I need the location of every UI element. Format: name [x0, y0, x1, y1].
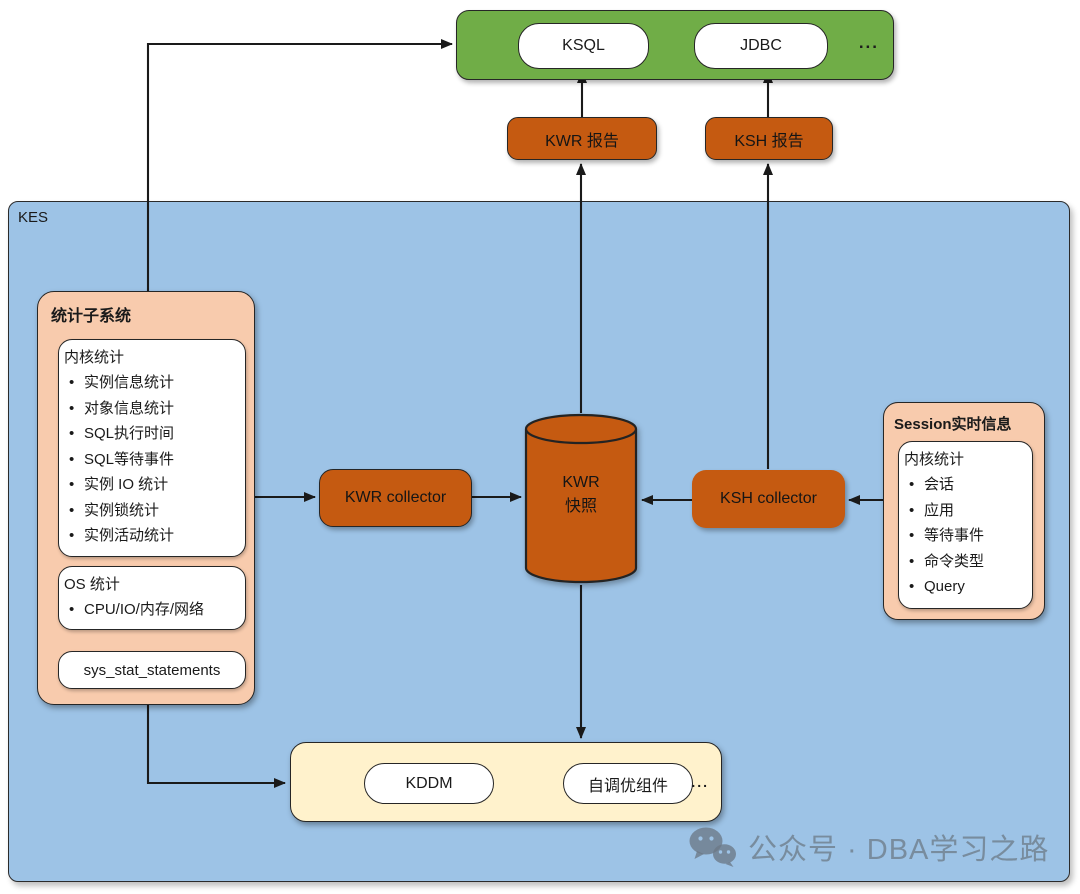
- list-item: SQL执行时间: [64, 421, 243, 447]
- list-item: Query: [904, 574, 1030, 600]
- os-stats-list: CPU/IO/内存/网络: [64, 597, 243, 623]
- list-item: 实例锁统计: [64, 498, 243, 524]
- list-item: 对象信息统计: [64, 396, 243, 422]
- self-tuning-node: 自调优组件: [563, 763, 693, 804]
- kwr-collector-node: KWR collector: [319, 469, 472, 527]
- os-stats-title: OS 统计: [64, 576, 120, 593]
- client-layer-ellipsis: ...: [858, 33, 879, 52]
- ksh-report-node: KSH 报告: [705, 117, 833, 160]
- self-tuning-label: 自调优组件: [587, 777, 668, 795]
- client-layer-panel: KSQL JDBC ...: [456, 10, 894, 80]
- watermark-text: 公众号 · DBA学习之路: [748, 834, 1050, 866]
- os-stats-card: OS 统计 CPU/IO/内存/网络: [58, 566, 246, 630]
- session-info-title: Session实时信息: [894, 416, 1012, 433]
- kernel-stats-list: 实例信息统计 对象信息统计 SQL执行时间 SQL等待事件 实例 IO 统计 实…: [64, 370, 243, 549]
- session-info-panel: Session实时信息 内核统计 会话 应用 等待事件 命令类型 Query: [883, 402, 1045, 620]
- session-kernel-stats-card: 内核统计 会话 应用 等待事件 命令类型 Query: [898, 441, 1033, 609]
- kddm-node: KDDM: [364, 763, 494, 804]
- bottom-ellipsis: ...: [691, 774, 709, 790]
- list-item: 命令类型: [904, 549, 1030, 575]
- database-cylinder-icon: [524, 413, 638, 584]
- list-item: 实例信息统计: [64, 370, 243, 396]
- list-item: 应用: [904, 498, 1030, 524]
- list-item: 实例活动统计: [64, 523, 243, 549]
- kernel-stats-title: 内核统计: [64, 349, 125, 366]
- wechat-icon: [689, 827, 736, 867]
- kwr-report-label: KWR 报告: [545, 132, 619, 150]
- ksh-report-label: KSH 报告: [734, 132, 804, 150]
- ksql-node: KSQL: [518, 23, 649, 69]
- bottom-components-panel: KDDM 自调优组件 ...: [290, 742, 722, 822]
- list-item: 等待事件: [904, 523, 1030, 549]
- session-kernel-stats-title: 内核统计: [904, 451, 965, 468]
- sys-stat-statements-card: sys_stat_statements: [58, 651, 246, 689]
- jdbc-label: JDBC: [740, 37, 782, 54]
- kwr-snapshot-label: KWR 快照: [562, 474, 600, 515]
- kes-label: KES: [18, 209, 49, 226]
- list-item: 实例 IO 统计: [64, 472, 243, 498]
- list-item: 会话: [904, 472, 1030, 498]
- kwr-collector-label: KWR collector: [344, 489, 447, 506]
- stats-subsystem-title: 统计子系统: [51, 308, 132, 325]
- ksh-collector-label: KSH collector: [720, 490, 817, 507]
- list-item: SQL等待事件: [64, 447, 243, 473]
- watermark: 公众号 · DBA学习之路: [688, 826, 1049, 868]
- kwr-report-node: KWR 报告: [507, 117, 657, 160]
- ksql-label: KSQL: [562, 37, 605, 54]
- ksh-collector-node: KSH collector: [692, 470, 845, 528]
- session-kernel-stats-list: 会话 应用 等待事件 命令类型 Query: [904, 472, 1030, 600]
- stats-subsystem-panel: 统计子系统 内核统计 实例信息统计 对象信息统计 SQL执行时间 SQL等待事件…: [37, 291, 255, 705]
- kwr-snapshot-cylinder: KWR 快照: [524, 413, 638, 586]
- sys-stat-statements-label: sys_stat_statements: [83, 661, 221, 679]
- jdbc-node: JDBC: [694, 23, 828, 69]
- list-item: CPU/IO/内存/网络: [64, 597, 243, 623]
- kernel-stats-card: 内核统计 实例信息统计 对象信息统计 SQL执行时间 SQL等待事件 实例 IO…: [58, 339, 246, 557]
- kddm-label: KDDM: [405, 774, 453, 792]
